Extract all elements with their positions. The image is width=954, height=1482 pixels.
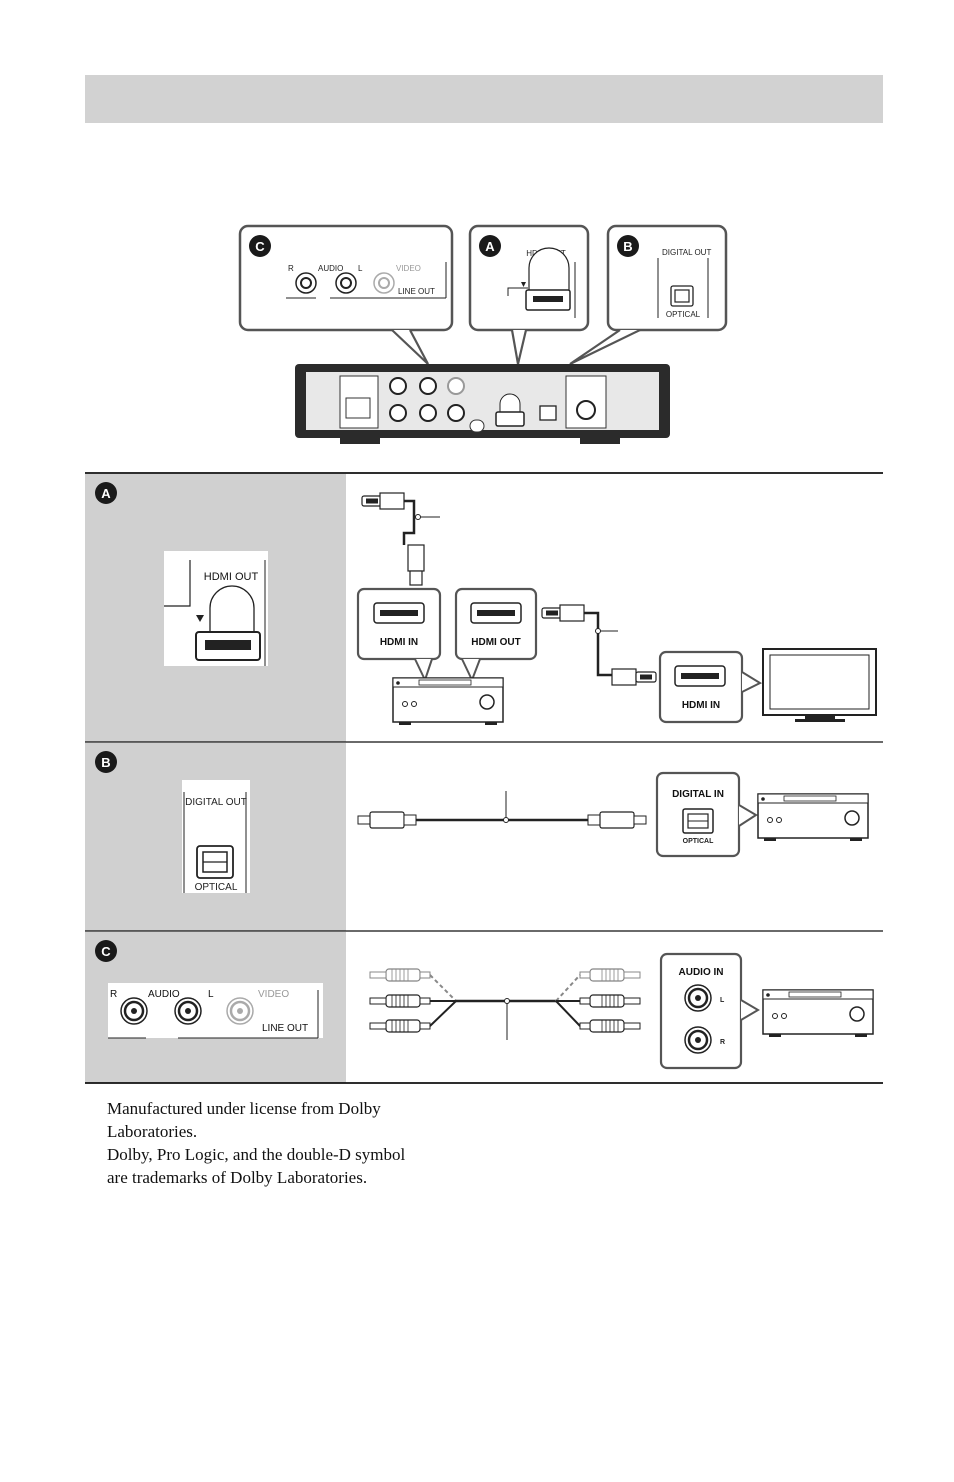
row-c-audio-label: AUDIO: [148, 989, 180, 1000]
row-c-video-label: VIDEO: [258, 989, 289, 1000]
row-b-port-sub-label: OPTICAL: [195, 882, 238, 893]
video-jack-icon: [225, 996, 255, 1026]
tv-hdmi-in-box: HDMI IN: [658, 650, 763, 724]
hdmi-cable-1: [361, 492, 440, 586]
callout-b-badge: B: [623, 239, 632, 254]
receiver-audio-in-label: AUDIO IN: [679, 967, 724, 978]
row-c-line-out-label: LINE OUT: [262, 1023, 308, 1034]
receiver-hdmi-out-box: HDMI OUT: [454, 587, 538, 683]
footnote-line-4: are trademarks of Dolby Laboratories.: [107, 1168, 368, 1187]
audio-r-jack-icon: [119, 996, 149, 1026]
receiver-audio-in-box: AUDIO IN L R: [659, 952, 760, 1070]
row-b: B DIGITAL OUT OPTICAL DIGITAL IN OPTICAL: [95, 751, 869, 893]
callout-c-badge: C: [255, 239, 265, 254]
section-title-bar: [85, 75, 883, 123]
row-a-port-label: HDMI OUT: [204, 571, 259, 583]
optical-cable: [357, 791, 647, 829]
dolby-footnote: Manufactured under license from Dolby La…: [107, 1097, 467, 1189]
callout-a-badge: A: [485, 239, 495, 254]
callout-c: C R AUDIO L VIDEO LINE OUT: [238, 224, 454, 332]
audio-in-r-label: R: [720, 1039, 725, 1046]
audio-in-l-jack-icon: [683, 983, 713, 1013]
badge-b-icon: [95, 751, 117, 773]
badge-b-icon: [617, 235, 639, 257]
callout-a: A HDMI OUT: [468, 224, 590, 332]
callout-c-r-label: R: [288, 264, 294, 273]
tv-hdmi-in-label: HDMI IN: [682, 700, 720, 711]
callout-c-audio-label: AUDIO: [318, 264, 343, 273]
av-receiver-icon: [762, 989, 874, 1038]
footnote-line-1: Manufactured under license from Dolby: [107, 1099, 381, 1118]
receiver-hdmi-in-box: HDMI IN: [356, 587, 442, 683]
hdmi-cable-2: [541, 604, 657, 686]
badge-a-icon: [479, 235, 501, 257]
tv-icon: [762, 648, 877, 722]
receiver-hdmi-out-label: HDMI OUT: [471, 637, 520, 648]
badge-c-icon: [95, 940, 117, 962]
connection-diagram: C R AUDIO L VIDEO LINE OUT A HDMI OUT B …: [85, 224, 883, 1084]
callout-c-l-label: L: [358, 264, 363, 273]
callout-c-line-out-label: LINE OUT: [398, 287, 435, 296]
badge-c-icon: [249, 235, 271, 257]
badge-a-icon: [95, 482, 117, 504]
row-b-badge: B: [101, 755, 110, 770]
callout-c-video-label: VIDEO: [396, 264, 421, 273]
audio-in-l-label: L: [720, 997, 725, 1004]
row-c-r-label: R: [110, 989, 117, 1000]
receiver-optical-sub-label: OPTICAL: [683, 838, 714, 845]
callout-b-optical-label: OPTICAL: [666, 310, 701, 319]
row-a: A HDMI OUT HDMI IN: [95, 482, 877, 726]
audio-in-r-jack-icon: [683, 1025, 713, 1055]
callout-b-digital-out-label: DIGITAL OUT: [662, 248, 711, 257]
row-a-badge: A: [101, 486, 111, 501]
footnote-line-2: Laboratories.: [107, 1122, 198, 1141]
receiver-digital-in-box: DIGITAL IN OPTICAL: [655, 771, 758, 858]
callout-b: B DIGITAL OUT OPTICAL: [606, 224, 728, 332]
av-receiver-icon: [757, 793, 869, 842]
audio-l-jack-icon: [173, 996, 203, 1026]
row-c-l-label: L: [208, 989, 214, 1000]
row-c-badge: C: [101, 944, 111, 959]
player-rear-panel: [295, 364, 670, 444]
audio-rca-cable: [369, 968, 641, 1040]
footnote-line-3: Dolby, Pro Logic, and the double-D symbo…: [107, 1145, 406, 1164]
row-c: C R AUDIO L VIDEO LINE OUT: [95, 940, 874, 1070]
receiver-digital-in-label: DIGITAL IN: [672, 789, 724, 800]
row-b-port-label: DIGITAL OUT: [185, 797, 247, 808]
av-receiver-icon: [392, 677, 504, 726]
receiver-hdmi-in-label: HDMI IN: [380, 637, 418, 648]
